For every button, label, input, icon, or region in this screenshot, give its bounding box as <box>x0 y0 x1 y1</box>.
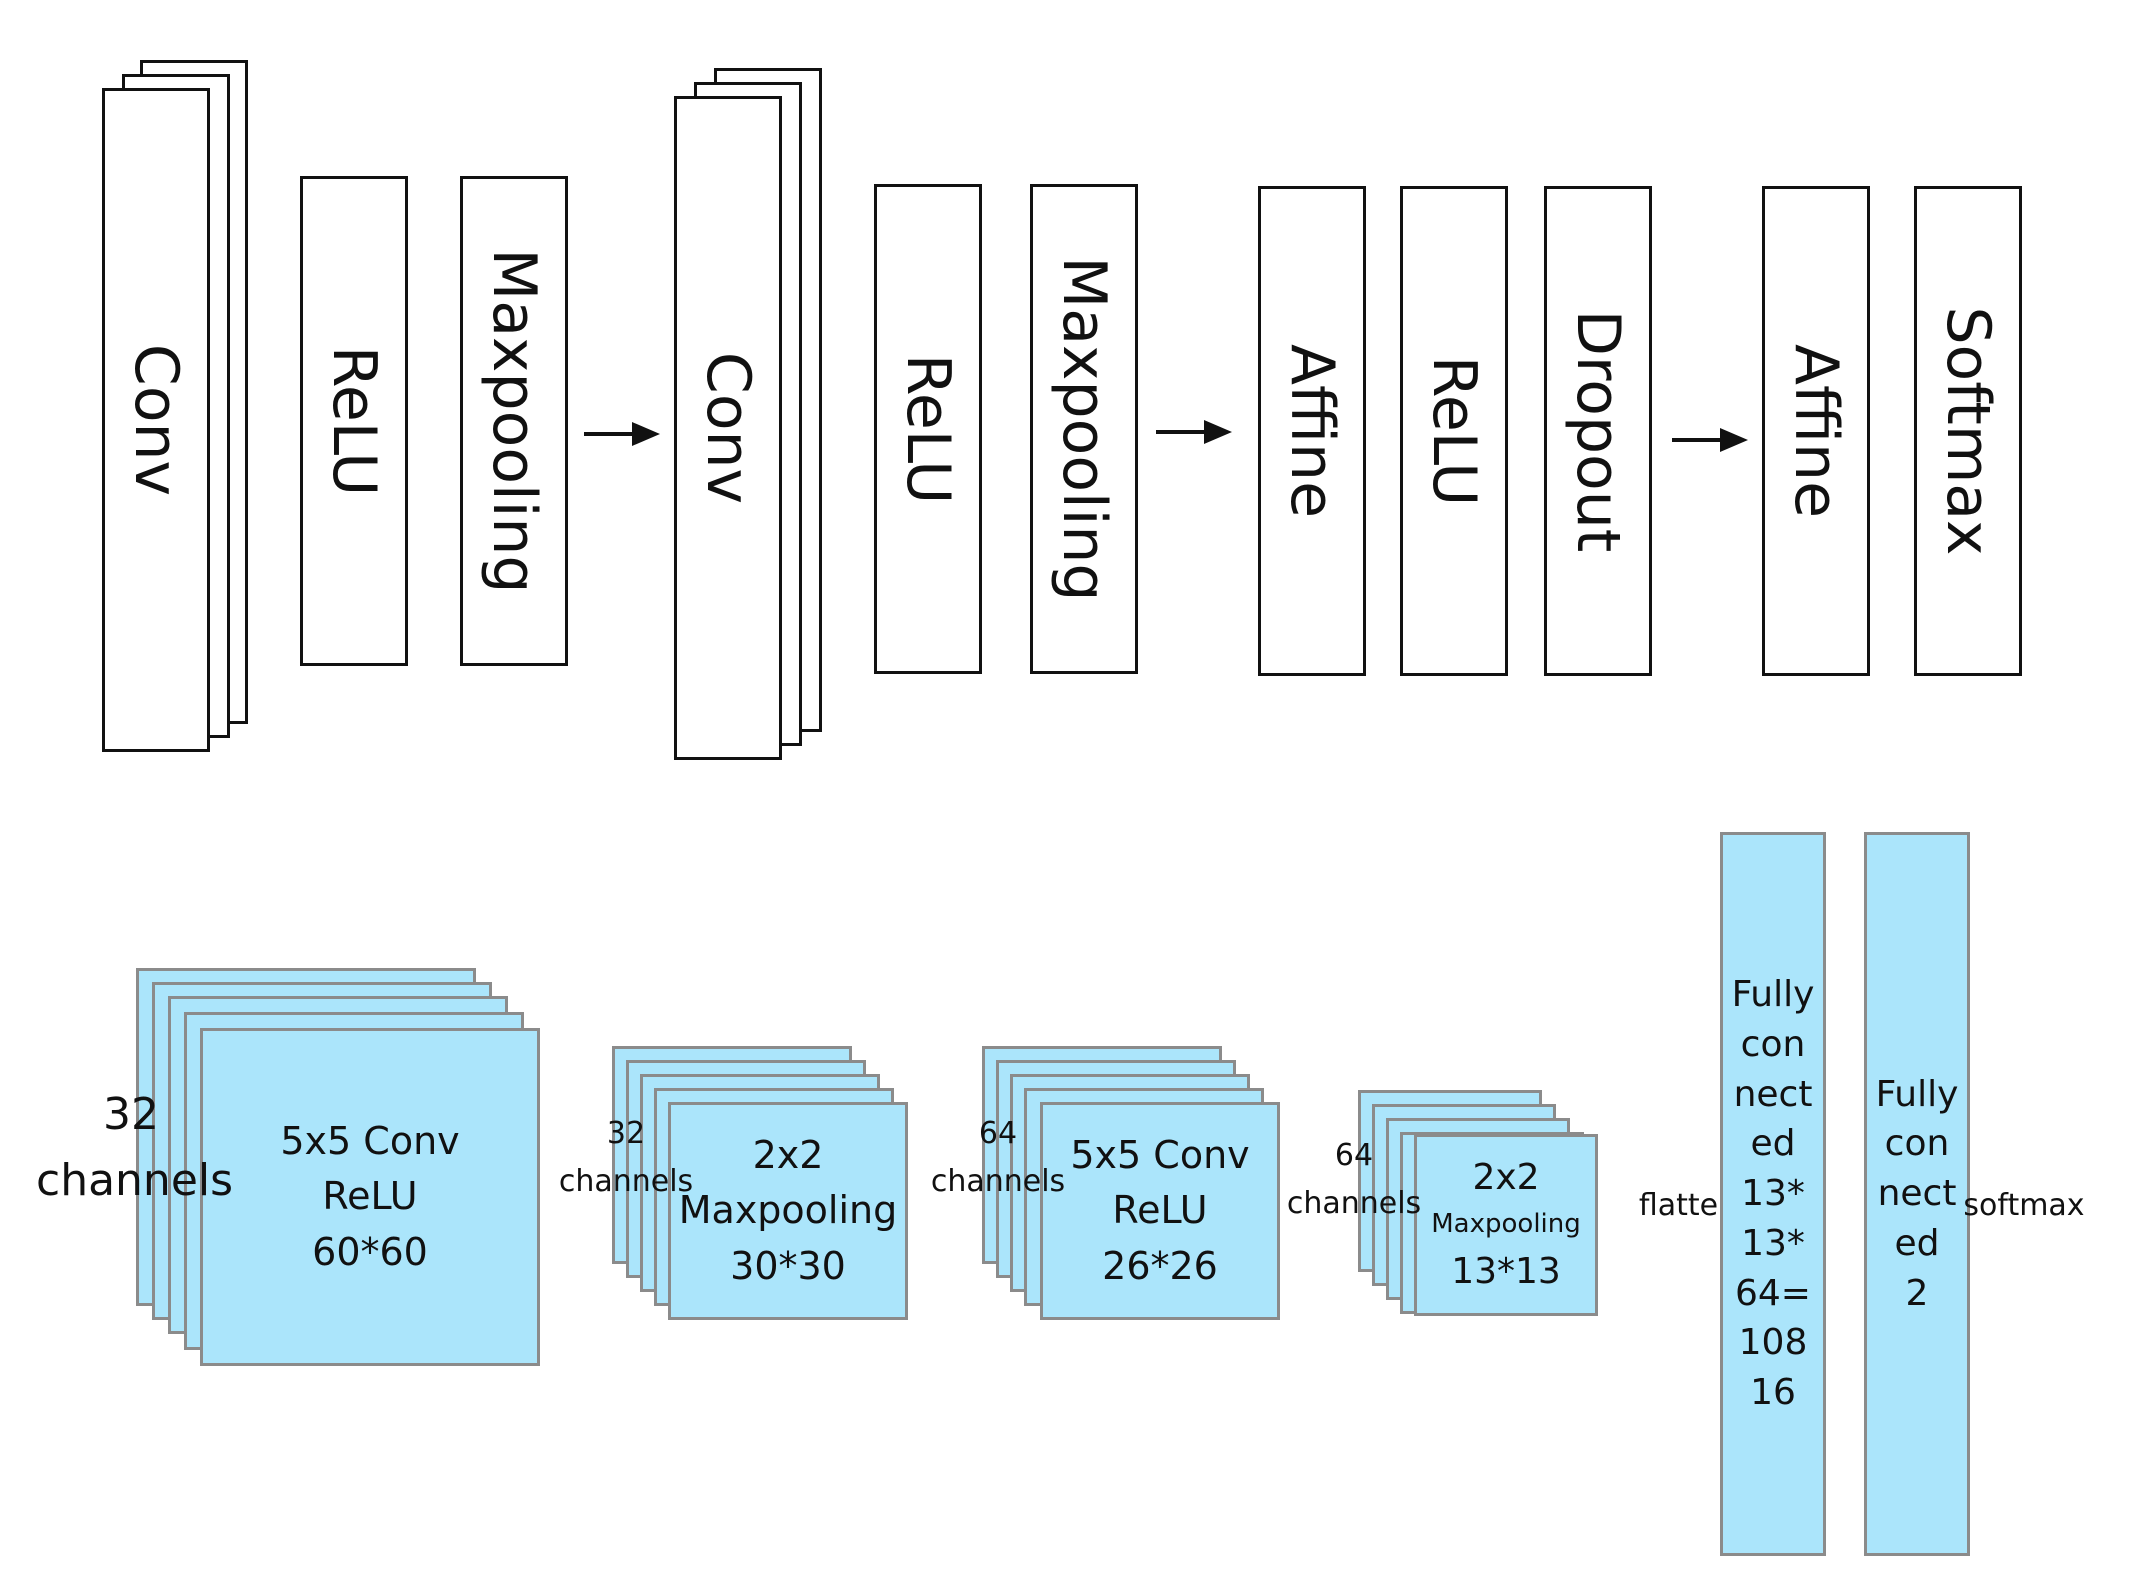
pool2-channel-count: 64 <box>1334 1138 1374 1173</box>
fc1-line-4: ed <box>1750 1123 1796 1165</box>
fc2-line-1: Fully <box>1875 1073 1959 1115</box>
conv1-op-text: 5x5 Conv <box>280 1119 460 1164</box>
conv1-channels-label: 32 channels <box>36 1082 234 1214</box>
affine2-label: Affine <box>1781 344 1851 518</box>
conv2-channels-label: 64 channels <box>928 1110 1068 1206</box>
pool1-size-text: 30*30 <box>730 1243 846 1288</box>
fc1-line-8: 108 <box>1738 1322 1808 1364</box>
affine1-label: Affine <box>1277 344 1347 518</box>
relu3-label: ReLU <box>1419 355 1489 507</box>
relu2-layer: ReLU <box>874 184 982 674</box>
conv2-activation-text: ReLU <box>1112 1188 1208 1233</box>
softmax-layer: Softmax <box>1914 186 2022 676</box>
relu1-layer: ReLU <box>300 176 408 666</box>
fc1-line-6: 13* <box>1741 1222 1805 1264</box>
fc2-line-2: con <box>1884 1123 1950 1165</box>
fc1-line-3: nect <box>1733 1073 1813 1115</box>
pool2-size-text: 13*13 <box>1451 1250 1561 1292</box>
maxpool2-label: Maxpooling <box>1049 256 1119 602</box>
pool2-op-text: 2x2 <box>1472 1157 1540 1199</box>
fc2-layer: Fully con nect ed 2 <box>1864 832 1970 1556</box>
conv1-label: Conv <box>121 343 191 497</box>
pool1-op-text: 2x2 <box>752 1133 824 1178</box>
pool1-channels-label: 32 channels <box>556 1110 696 1206</box>
dropout-label: Dropout <box>1563 309 1633 553</box>
conv1-feature-map: 5x5 Conv ReLU 60*60 <box>200 1028 540 1366</box>
fc2-line-5: 2 <box>1905 1272 1929 1314</box>
conv2-size-text: 26*26 <box>1102 1243 1218 1288</box>
pool2-channels-label: 64 channels <box>1284 1132 1424 1228</box>
fc1-layer: Fully con nect ed 13* 13* 64= 108 16 <box>1720 832 1826 1556</box>
arrow-1 <box>584 422 660 446</box>
fc1-line-7: 64= <box>1735 1272 1811 1314</box>
relu2-label: ReLU <box>893 353 963 505</box>
conv2-label: Conv <box>693 351 763 505</box>
conv2-layer: Conv <box>674 96 782 760</box>
softmax-layer-label: Softmax <box>1933 306 2003 556</box>
affine1-layer: Affine <box>1258 186 1366 676</box>
pool1-type-text: Maxpooling <box>678 1188 898 1233</box>
arrow-3 <box>1672 428 1748 452</box>
relu3-layer: ReLU <box>1400 186 1508 676</box>
fc1-line-2: con <box>1740 1024 1806 1066</box>
dropout-layer: Dropout <box>1544 186 1652 676</box>
fc1-line-5: 13* <box>1741 1173 1805 1215</box>
conv1-channel-word: channels <box>36 1155 234 1206</box>
pool1-channel-count: 32 <box>606 1116 646 1151</box>
maxpool2-layer: Maxpooling <box>1030 184 1138 674</box>
maxpool1-label: Maxpooling <box>479 248 549 594</box>
arrow-2 <box>1156 420 1232 444</box>
conv1-channel-count: 32 <box>103 1089 159 1140</box>
softmax-output-label: softmax <box>1963 1188 2085 1223</box>
conv2-channel-count: 64 <box>978 1116 1018 1151</box>
fc1-line-1: Fully <box>1731 974 1815 1016</box>
maxpool1-layer: Maxpooling <box>460 176 568 666</box>
fc2-line-4: ed <box>1894 1222 1940 1264</box>
conv1-layer: Conv <box>102 88 210 752</box>
affine2-layer: Affine <box>1762 186 1870 676</box>
pool1-feature-map: 2x2 Maxpooling 30*30 <box>668 1102 908 1320</box>
conv1-activation-text: ReLU <box>322 1174 418 1219</box>
fc2-line-3: nect <box>1877 1173 1957 1215</box>
pool1-channel-word: channels <box>558 1164 694 1199</box>
conv1-size-text: 60*60 <box>312 1229 428 1274</box>
conv2-channel-word: channels <box>930 1164 1066 1199</box>
relu1-label: ReLU <box>319 345 389 497</box>
conv2-op-text: 5x5 Conv <box>1070 1133 1250 1178</box>
conv2-feature-map: 5x5 Conv ReLU 26*26 <box>1040 1102 1280 1320</box>
pool2-type-text: Maxpooling <box>1431 1209 1581 1240</box>
fc1-line-9: 16 <box>1750 1371 1796 1413</box>
pool2-feature-map: 2x2 Maxpooling 13*13 <box>1414 1134 1598 1316</box>
pool2-channel-word: channels <box>1286 1186 1422 1221</box>
